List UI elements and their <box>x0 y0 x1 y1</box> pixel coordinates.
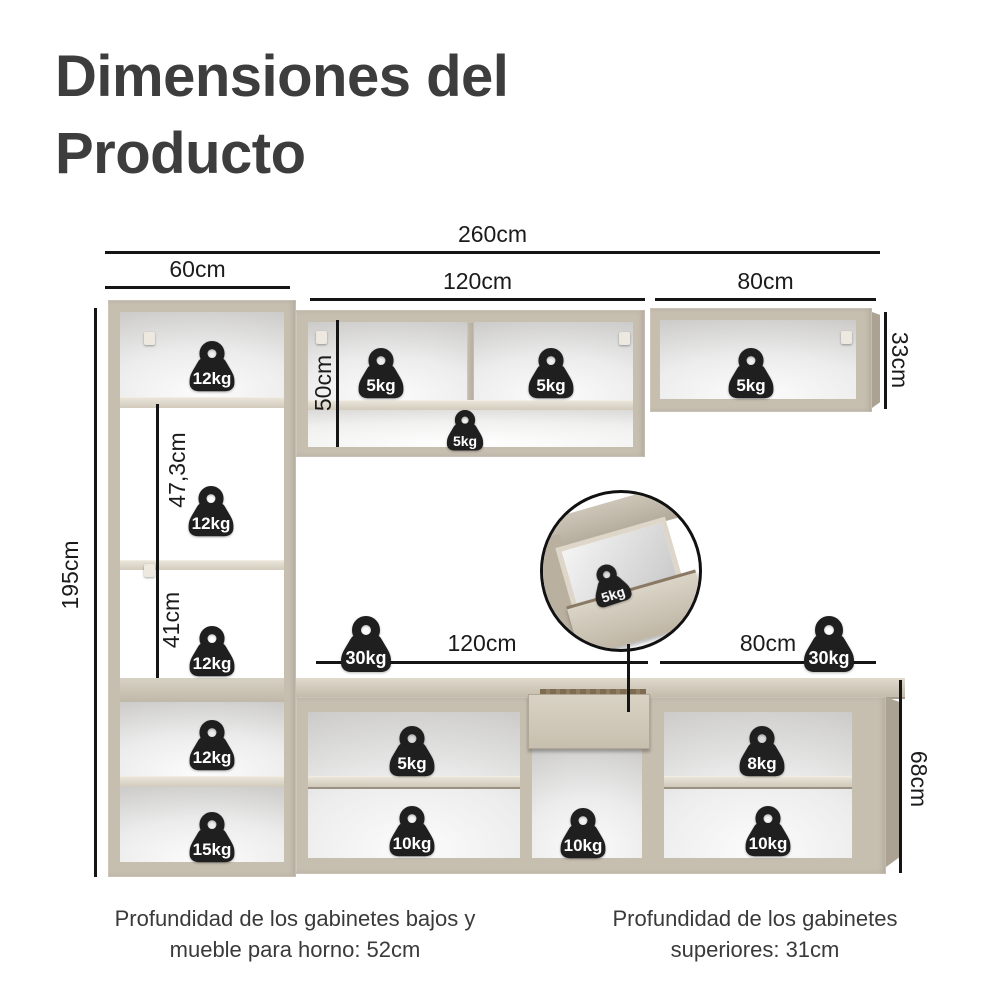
weight-label: 30kg <box>808 648 850 669</box>
weight-icon-upper-mid-bottom: 5kg <box>443 410 487 452</box>
drawer-open-gap <box>540 689 646 697</box>
tall-cabinet-counter-divider <box>120 678 284 705</box>
caption-upper-cabinets-depth: Profundidad de los gabinetes superiores:… <box>612 906 898 962</box>
upper-middle-divider <box>467 322 474 410</box>
dim-line-120-top <box>310 298 645 301</box>
base-right-shelf <box>664 776 852 789</box>
inset-connector-line <box>627 644 630 712</box>
weight-icon-base-left-bottom: 10kg <box>385 806 439 858</box>
dim-line-68 <box>899 680 902 873</box>
weight-icon-tall-mid: 12kg <box>184 486 238 538</box>
weight-icon-upper-mid-left: 5kg <box>354 348 408 400</box>
dim-label-68: 68cm <box>906 750 932 808</box>
dim-line-80-bottom <box>660 661 876 664</box>
drawer-front <box>528 694 650 749</box>
hinge-icon <box>144 564 155 577</box>
weight-label: 12kg <box>192 654 232 674</box>
dim-label-50: 50cm <box>310 354 336 412</box>
dim-label-120-top: 120cm <box>442 268 513 294</box>
page-title: Dimensiones del Producto <box>55 44 509 186</box>
weight-label: 12kg <box>191 514 231 534</box>
weight-icon-counter-right: 30kg <box>798 616 860 674</box>
hinge-icon <box>316 331 327 344</box>
hinge-icon <box>619 332 630 345</box>
dim-line-47 <box>156 404 159 566</box>
weight-label: 15kg <box>192 840 232 860</box>
dim-line-80-top <box>655 298 876 301</box>
base-right-side-face <box>886 697 900 867</box>
weight-icon-tall-base-upper: 12kg <box>185 720 239 772</box>
weight-label: 5kg <box>452 433 478 450</box>
dim-line-260 <box>105 251 880 254</box>
weight-icon-tall-low: 12kg <box>185 626 239 678</box>
weight-label: 5kg <box>736 376 766 396</box>
dim-line-41 <box>156 566 159 678</box>
dim-label-260: 260cm <box>457 221 528 247</box>
weight-icon-base-left-shelf: 5kg <box>385 726 439 778</box>
base-left-shelf <box>308 776 520 789</box>
weight-label: 5kg <box>536 376 566 396</box>
weight-label: 8kg <box>747 754 777 774</box>
weight-label: 10kg <box>392 834 432 854</box>
dim-line-60 <box>105 286 290 289</box>
weight-icon-counter-left: 30kg <box>335 616 397 674</box>
dim-label-195: 195cm <box>57 540 83 610</box>
weight-icon-drawer-inset: 5kg <box>583 558 638 612</box>
weight-icon-tall-top: 12kg <box>185 341 239 393</box>
weight-icon-upper-mid-right: 5kg <box>524 348 578 400</box>
dim-line-195 <box>94 308 97 877</box>
weight-icon-drawer-unit-bottom: 10kg <box>556 808 610 860</box>
weight-label: 10kg <box>748 834 788 854</box>
dim-label-120-bottom: 120cm <box>447 630 517 656</box>
weight-label: 30kg <box>345 648 387 669</box>
caption-lower-cabinets-depth: Profundidad de los gabinetes bajos y mue… <box>114 906 476 962</box>
dim-line-120-bottom <box>316 661 648 664</box>
dim-line-50 <box>336 320 339 447</box>
dim-line-33 <box>884 312 887 409</box>
dim-label-80-top: 80cm <box>737 268 794 294</box>
dim-label-80-bottom: 80cm <box>739 630 797 656</box>
weight-icon-tall-base-lower: 15kg <box>185 812 239 864</box>
drawer-detail-inset: 5kg <box>540 490 702 652</box>
dim-label-60: 60cm <box>169 256 226 282</box>
weight-label: 12kg <box>192 369 232 389</box>
weight-label: 5kg <box>397 754 427 774</box>
dim-label-33: 33cm <box>887 331 913 389</box>
weight-label: 12kg <box>192 748 232 768</box>
weight-icon-base-right-bottom: 10kg <box>741 806 795 858</box>
weight-icon-base-right-shelf: 8kg <box>735 726 789 778</box>
dim-label-41: 41cm <box>158 591 184 649</box>
weight-icon-upper-right: 5kg <box>724 348 778 400</box>
hinge-icon <box>144 332 155 345</box>
hinge-icon <box>841 331 852 344</box>
weight-label: 5kg <box>366 376 396 396</box>
weight-label: 10kg <box>563 836 603 856</box>
upper-right-side-face <box>872 312 880 408</box>
